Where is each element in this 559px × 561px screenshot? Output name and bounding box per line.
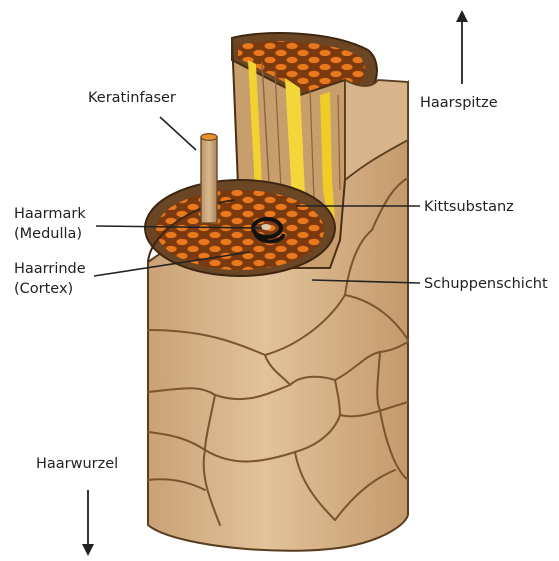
keratin-leader [160,117,196,150]
label-haarwurzel: Haarwurzel [36,456,118,472]
label-schuppenschicht: Schuppenschicht [424,276,548,292]
label-cortex: (Cortex) [14,281,73,297]
arrow-up-icon [456,10,468,84]
label-medulla: (Medulla) [14,226,82,242]
label-haarspitze: Haarspitze [420,95,498,111]
label-keratinfaser: Keratinfaser [88,90,176,106]
label-kittsubstanz: Kittsubstanz [424,199,514,215]
arrow-down-icon [82,490,94,556]
label-haarrinde: Haarrinde [14,261,86,277]
keratin-fiber [201,134,217,223]
label-haarmark: Haarmark [14,206,86,222]
